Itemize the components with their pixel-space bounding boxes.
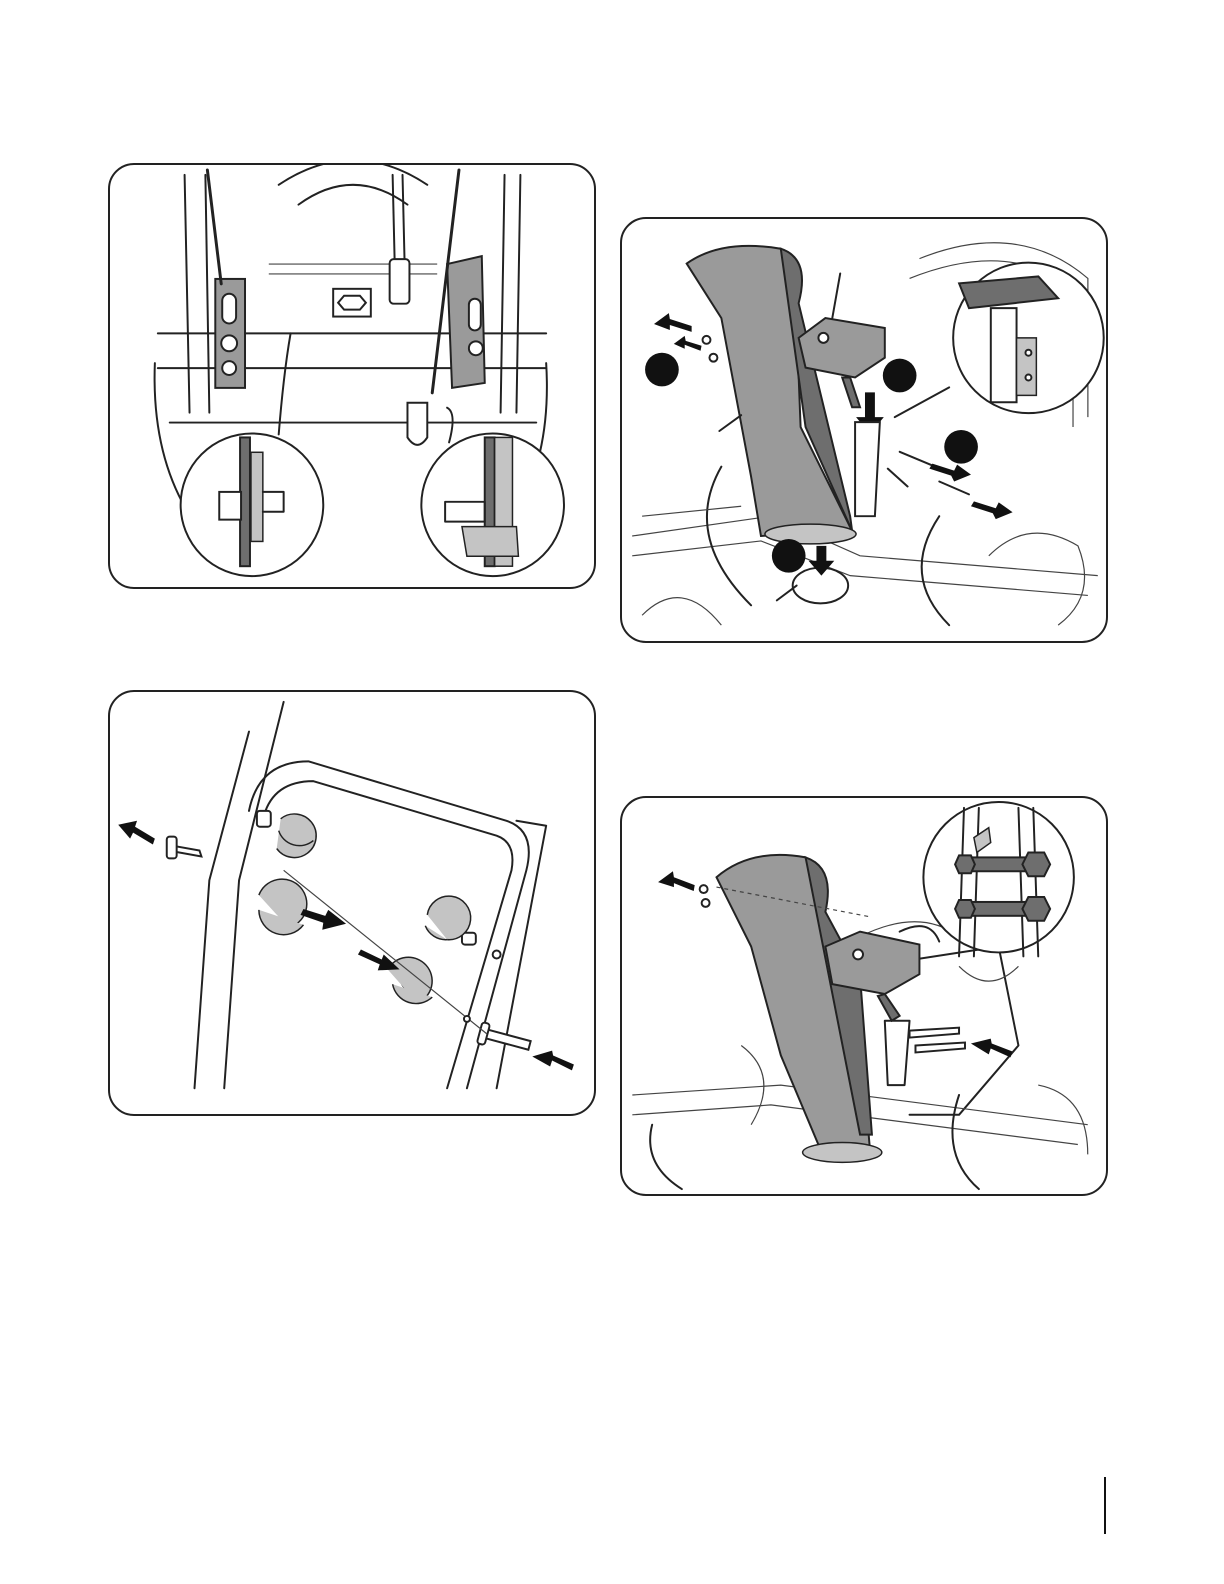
detail-magnifier-icon <box>923 802 1073 952</box>
arrow-icon <box>654 313 692 332</box>
arrow-icon <box>658 871 695 891</box>
chute-installed-illustration <box>622 798 1106 1194</box>
page-edge-rule <box>1104 1477 1106 1534</box>
chute-installed-figure <box>620 796 1108 1196</box>
chute-exploded-illustration <box>622 219 1106 641</box>
callout-circle-icon <box>772 539 806 573</box>
handle-bolt-assembly-figure <box>108 690 596 1116</box>
cable-bracket-illustration <box>110 165 594 587</box>
arrow-icon <box>118 821 155 845</box>
arrow-icon <box>300 909 346 930</box>
callout-circle-icon <box>883 359 917 393</box>
chute-assembly-exploded-figure <box>620 217 1108 643</box>
callout-circle-icon <box>944 430 978 464</box>
callout-circle-icon <box>645 353 679 387</box>
handle-bolt-illustration <box>110 692 594 1114</box>
control-cable-bracket-figure <box>108 163 596 589</box>
arrow-icon <box>971 1039 1013 1058</box>
